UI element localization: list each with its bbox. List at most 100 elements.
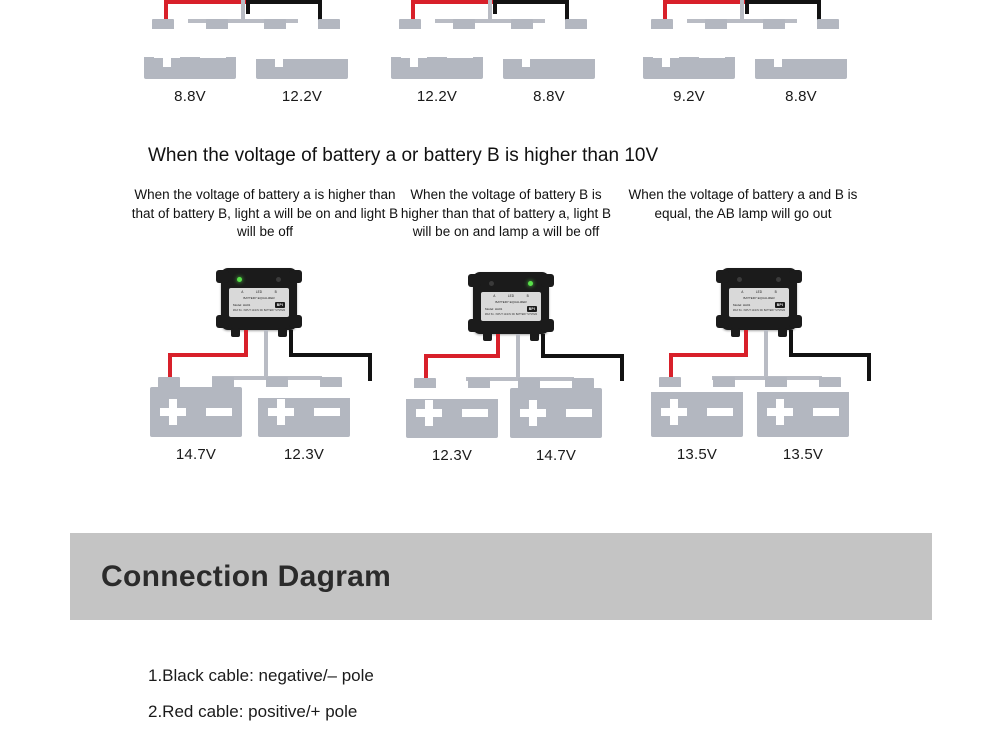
- plus-icon: [767, 399, 793, 425]
- plate-led-b-label: B: [526, 294, 529, 298]
- battery-polarity-signs: [755, 29, 847, 79]
- module-label-plate: A LED B BATTERY EQUALIZER Model: HA01 BP…: [481, 292, 541, 321]
- battery-terminal-positive: [264, 19, 286, 30]
- minus-icon: [200, 50, 226, 58]
- section-heading: When the voltage of battery a or battery…: [148, 145, 659, 166]
- mount-ear-top-right: [289, 270, 302, 283]
- battery-left: 12.2V: [391, 19, 483, 105]
- plus-icon: [266, 41, 292, 67]
- battery-body: [144, 29, 236, 79]
- battery-fill: [258, 398, 350, 437]
- battery-terminal-negative: [705, 19, 727, 30]
- mount-ear-top-left: [468, 274, 481, 287]
- battery-body: [150, 387, 242, 437]
- plate-fineprint: MAX 5A · INPUT 12/24V DC BATTERY SYSTEM: [732, 309, 786, 312]
- module-label-plate: A LED B BATTERY EQUALIZER Model: HA01 BP…: [729, 288, 789, 317]
- gray-cable-vertical: [264, 330, 268, 378]
- battery-body: [643, 29, 735, 79]
- mount-ear-bottom-left: [716, 315, 729, 328]
- plate-led-a-label: A: [493, 294, 496, 298]
- black-cable-to-terminal: [368, 353, 372, 381]
- red-cable-down: [496, 334, 500, 358]
- battery-polarity-signs: [503, 29, 595, 79]
- plus-icon: [513, 41, 539, 67]
- banner-title: Connection Dagram: [101, 560, 392, 593]
- black-cable-vertical: [565, 0, 569, 26]
- minus-icon: [462, 409, 488, 417]
- led-indicator-b: [528, 281, 533, 286]
- battery-polarity-signs: [391, 29, 483, 79]
- battery-terminal-positive: [266, 377, 288, 388]
- plus-icon: [653, 41, 679, 67]
- battery-terminal-negative: [206, 19, 228, 30]
- led-indicator-a: [237, 277, 242, 282]
- plate-led-b-label: B: [774, 290, 777, 294]
- mount-ear-top-right: [789, 270, 802, 283]
- mount-ear-top-left: [716, 270, 729, 283]
- plate-fineprint: MAX 5A · INPUT 12/24V DC BATTERY SYSTEM: [484, 313, 538, 316]
- battery-equalizer-module-1[interactable]: A LED B BATTERY EQUALIZER Model: HA01 BP…: [216, 268, 302, 337]
- battery-terminal-negative: [572, 378, 594, 389]
- battery-body: [391, 29, 483, 79]
- battery-left: 14.7V: [150, 377, 242, 463]
- mount-ear-top-left: [216, 270, 229, 283]
- plate-model: Model: HA01: [733, 303, 751, 307]
- black-cable-down: [789, 330, 793, 356]
- minus-icon: [699, 50, 725, 58]
- battery-terminal-positive: [399, 19, 421, 30]
- black-cable-vertical: [318, 0, 322, 26]
- plate-led-b-label: B: [274, 290, 277, 294]
- battery-terminal-negative: [713, 377, 735, 388]
- plus-icon: [765, 41, 791, 67]
- battery-left: 12.3V: [406, 378, 498, 464]
- plus-icon: [416, 400, 442, 426]
- gray-cable-bus: [687, 19, 797, 23]
- note-black-cable: 1.Black cable: negative/– pole: [148, 666, 374, 685]
- battery-voltage-label: 12.2V: [281, 88, 323, 105]
- red-cable-vertical: [411, 0, 415, 26]
- battery-polarity-signs: [258, 387, 350, 437]
- battery-body: [258, 387, 350, 437]
- gray-cable-vertical: [764, 330, 768, 378]
- red-cable-horizontal: [411, 0, 493, 4]
- connector-right: [530, 332, 539, 341]
- battery-voltage-label: 14.7V: [175, 446, 217, 463]
- red-cable-horizontal: [669, 353, 748, 357]
- mount-ear-bottom-left: [216, 315, 229, 328]
- black-cable-horizontal: [541, 354, 624, 358]
- battery-terminal-negative: [468, 378, 490, 389]
- plate-title: BATTERY EQUALIZER: [743, 296, 775, 300]
- caption-1: When the voltage of battery a is higher …: [131, 187, 399, 239]
- black-cable-stub: [493, 0, 497, 14]
- caption-2: When the voltage of battery B is higher …: [400, 187, 612, 239]
- brand-logo: BPI: [774, 302, 785, 308]
- mount-ear-bottom-left: [468, 319, 481, 332]
- battery-terminal-positive: [414, 378, 436, 389]
- minus-icon: [312, 50, 338, 58]
- plus-icon: [520, 400, 546, 426]
- minus-icon: [559, 50, 585, 58]
- battery-terminal-negative: [320, 377, 342, 388]
- black-cable-horizontal: [289, 353, 372, 357]
- battery-equalizer-module-3[interactable]: A LED B BATTERY EQUALIZER Model: HA01 BP…: [716, 268, 802, 337]
- connector-right: [278, 328, 287, 337]
- battery-body: [256, 29, 348, 79]
- minus-icon: [813, 408, 839, 416]
- gray-cable-vertical: [488, 0, 492, 20]
- battery-voltage-label: 13.5V: [676, 446, 718, 463]
- red-cable-down: [744, 330, 748, 356]
- mount-ear-top-right: [541, 274, 554, 287]
- battery-terminal-positive: [152, 19, 174, 30]
- red-cable-to-terminal: [669, 353, 673, 381]
- black-cable-to-terminal: [867, 353, 871, 381]
- gray-cable-vertical: [241, 0, 245, 20]
- red-cable-horizontal: [168, 353, 248, 357]
- red-cable-horizontal: [164, 0, 246, 4]
- battery-equalizer-module-2[interactable]: A LED B BATTERY EQUALIZER Model: HA01 BP…: [468, 272, 554, 341]
- plate-fineprint: MAX 5A · INPUT 12/24V DC BATTERY SYSTEM: [232, 309, 286, 312]
- gray-cable-bus: [188, 19, 298, 23]
- plus-icon: [661, 399, 687, 425]
- battery-right: 8.8V: [755, 19, 847, 105]
- battery-right: 12.2V: [256, 19, 348, 105]
- plate-led-a-label: A: [241, 290, 244, 294]
